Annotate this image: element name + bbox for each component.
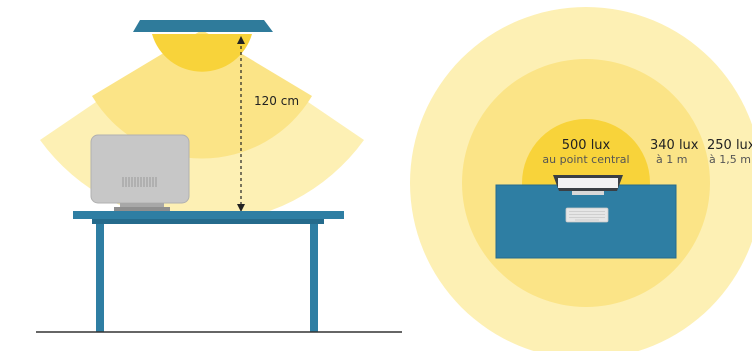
- ceiling-lamp: [133, 20, 273, 32]
- zone-mid-where: à 1 m: [656, 153, 687, 166]
- monitor-top-view-bezel: [558, 178, 618, 188]
- table-leg-left: [96, 224, 104, 332]
- zone-outer-where: à 1,5 m: [709, 153, 751, 166]
- table-leg-right: [310, 224, 318, 332]
- zone-outer-lux: 250 lux: [707, 138, 752, 153]
- monitor-screen: [91, 135, 189, 203]
- zone-inner-where: au point central: [531, 153, 641, 166]
- table-top: [73, 211, 344, 219]
- zone-mid-lux: 340 lux: [650, 138, 699, 153]
- side-view: [36, 20, 402, 332]
- zone-inner-lux: 500 lux: [546, 138, 626, 153]
- height-label: 120 cm: [254, 94, 299, 108]
- table-apron: [92, 219, 324, 224]
- monitor-base: [114, 207, 170, 211]
- top-view: [410, 7, 752, 351]
- monitor-top-view-foot: [572, 191, 604, 195]
